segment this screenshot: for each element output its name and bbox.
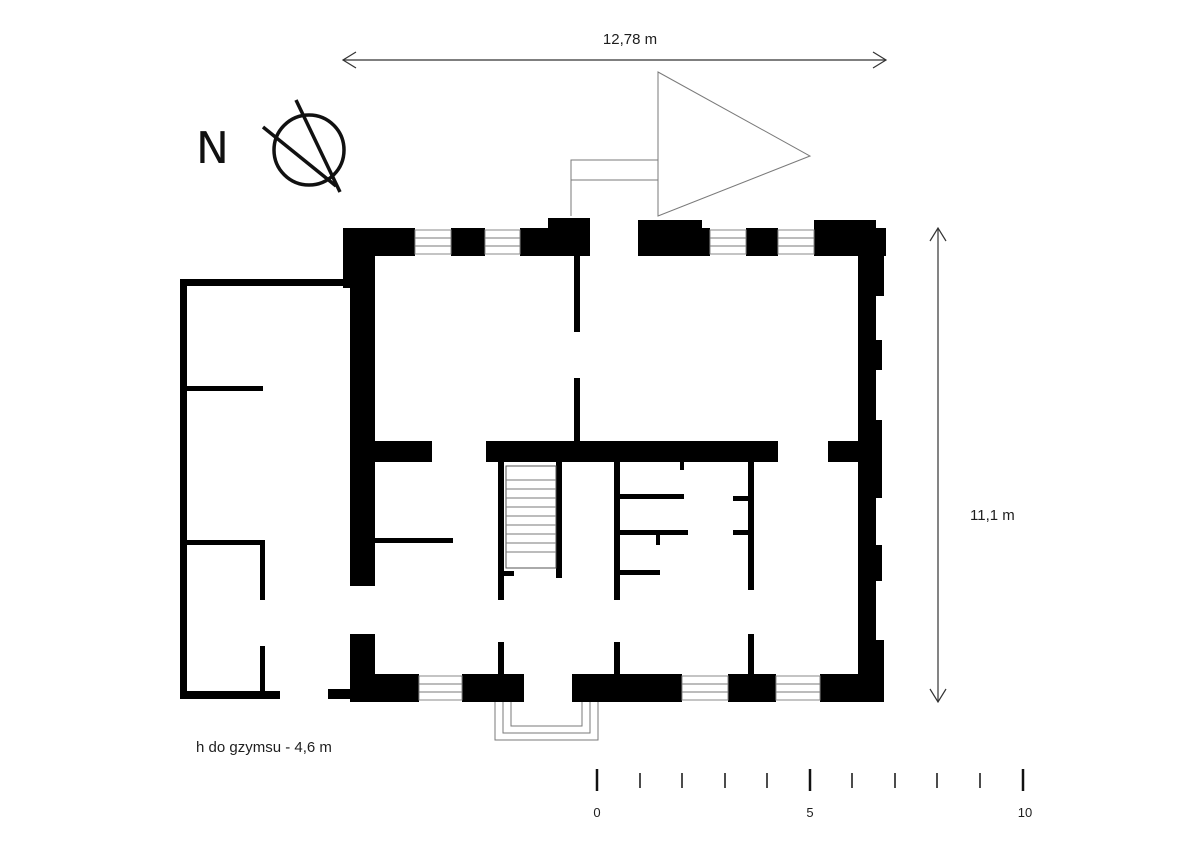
window <box>484 229 521 255</box>
north-symbol-icon <box>261 99 346 193</box>
annex-walls <box>180 279 350 699</box>
scale-label-0: 0 <box>593 805 600 820</box>
north-letter: N <box>196 123 229 174</box>
entrance-steps <box>494 700 599 741</box>
height-dimension: 11,1 m <box>929 226 1015 704</box>
north-arrow: N <box>196 99 346 193</box>
windows <box>414 229 821 701</box>
width-dimension: 12,78 m <box>341 31 888 69</box>
main-building-walls <box>343 218 886 702</box>
entrance-arrow-icon <box>570 71 812 217</box>
staircase <box>505 465 557 569</box>
window <box>775 675 821 701</box>
height-dimension-label: 11,1 m <box>970 507 1015 524</box>
eave-height-note: h do gzymsu - 4,6 m <box>196 739 332 756</box>
window <box>418 675 463 701</box>
window <box>681 675 729 701</box>
scale-label-10: 10 <box>1018 805 1032 820</box>
scale-label-5: 5 <box>806 805 813 820</box>
window <box>414 229 452 255</box>
width-dimension-label: 12,78 m <box>603 31 657 48</box>
scale-bar: 0 5 10 <box>593 769 1032 820</box>
window <box>777 229 815 255</box>
window <box>709 229 747 255</box>
